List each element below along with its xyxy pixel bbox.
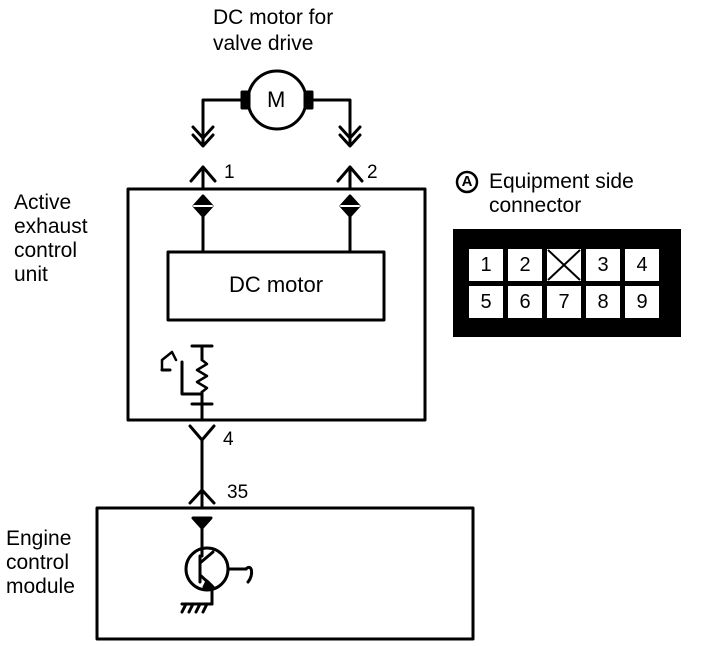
connector-cell: 8 xyxy=(586,286,620,318)
connector-cell: 2 xyxy=(508,249,542,281)
ecm-label-line3: module xyxy=(6,575,75,598)
wire-motor-right xyxy=(310,98,352,147)
pin-1-label: 1 xyxy=(224,162,235,183)
active-unit-label-line4: unit xyxy=(14,263,48,286)
engine-control-module-box xyxy=(95,506,475,641)
ecm-label-line1: Engine xyxy=(6,527,72,550)
pin-4-label: 4 xyxy=(223,429,234,450)
blocked-cell-x-icon xyxy=(547,249,581,281)
connector-chevron-right-b xyxy=(338,133,362,148)
motor-title-line2: valve drive xyxy=(213,32,314,55)
transistor-icon xyxy=(182,546,254,606)
active-unit-label-line1: Active xyxy=(14,191,72,214)
connector-cell-blocked xyxy=(547,249,581,281)
wire-motor-left xyxy=(201,98,244,147)
connector-title-line1: Equipment side xyxy=(489,170,634,193)
connector-cell: 9 xyxy=(625,286,659,318)
connector-cell: 7 xyxy=(547,286,581,318)
connector-chevron-left-b xyxy=(191,133,215,148)
ecm-input-terminal xyxy=(191,516,213,530)
ground-icon xyxy=(180,602,214,614)
connector-title-line2: connector xyxy=(489,194,582,217)
active-exhaust-control-unit-box xyxy=(126,187,427,422)
pin-35-label: 35 xyxy=(227,482,249,503)
connector-cell: 3 xyxy=(586,249,620,281)
internal-terminal-right xyxy=(339,194,361,218)
equipment-side-connector: 1 2 3 4 5 6 7 8 9 xyxy=(453,229,681,337)
active-unit-label-line2: exhaust xyxy=(14,215,88,238)
motor-symbol-label: M xyxy=(267,87,286,112)
connector-cell: 6 xyxy=(508,286,542,318)
connector-cell: 5 xyxy=(469,286,503,318)
connector-chevron-right-a xyxy=(338,125,362,140)
inner-dc-motor-label: DC motor xyxy=(228,272,324,297)
pin-4-chevron xyxy=(188,424,216,442)
connector-cell: 4 xyxy=(625,249,659,281)
connector-cell: 1 xyxy=(469,249,503,281)
connector-marker-letter: A xyxy=(461,173,473,190)
sensor-switch-icon xyxy=(160,344,214,422)
connector-marker-circle xyxy=(455,170,479,194)
ecm-label-line2: control xyxy=(6,551,70,574)
internal-terminal-left xyxy=(192,194,214,218)
connector-chevron-left-a xyxy=(191,125,215,140)
active-unit-label-line3: control xyxy=(14,239,78,262)
inner-dc-motor-box xyxy=(166,250,386,322)
pin-2-label: 2 xyxy=(367,162,378,183)
motor-title-line1: DC motor for xyxy=(213,6,334,29)
